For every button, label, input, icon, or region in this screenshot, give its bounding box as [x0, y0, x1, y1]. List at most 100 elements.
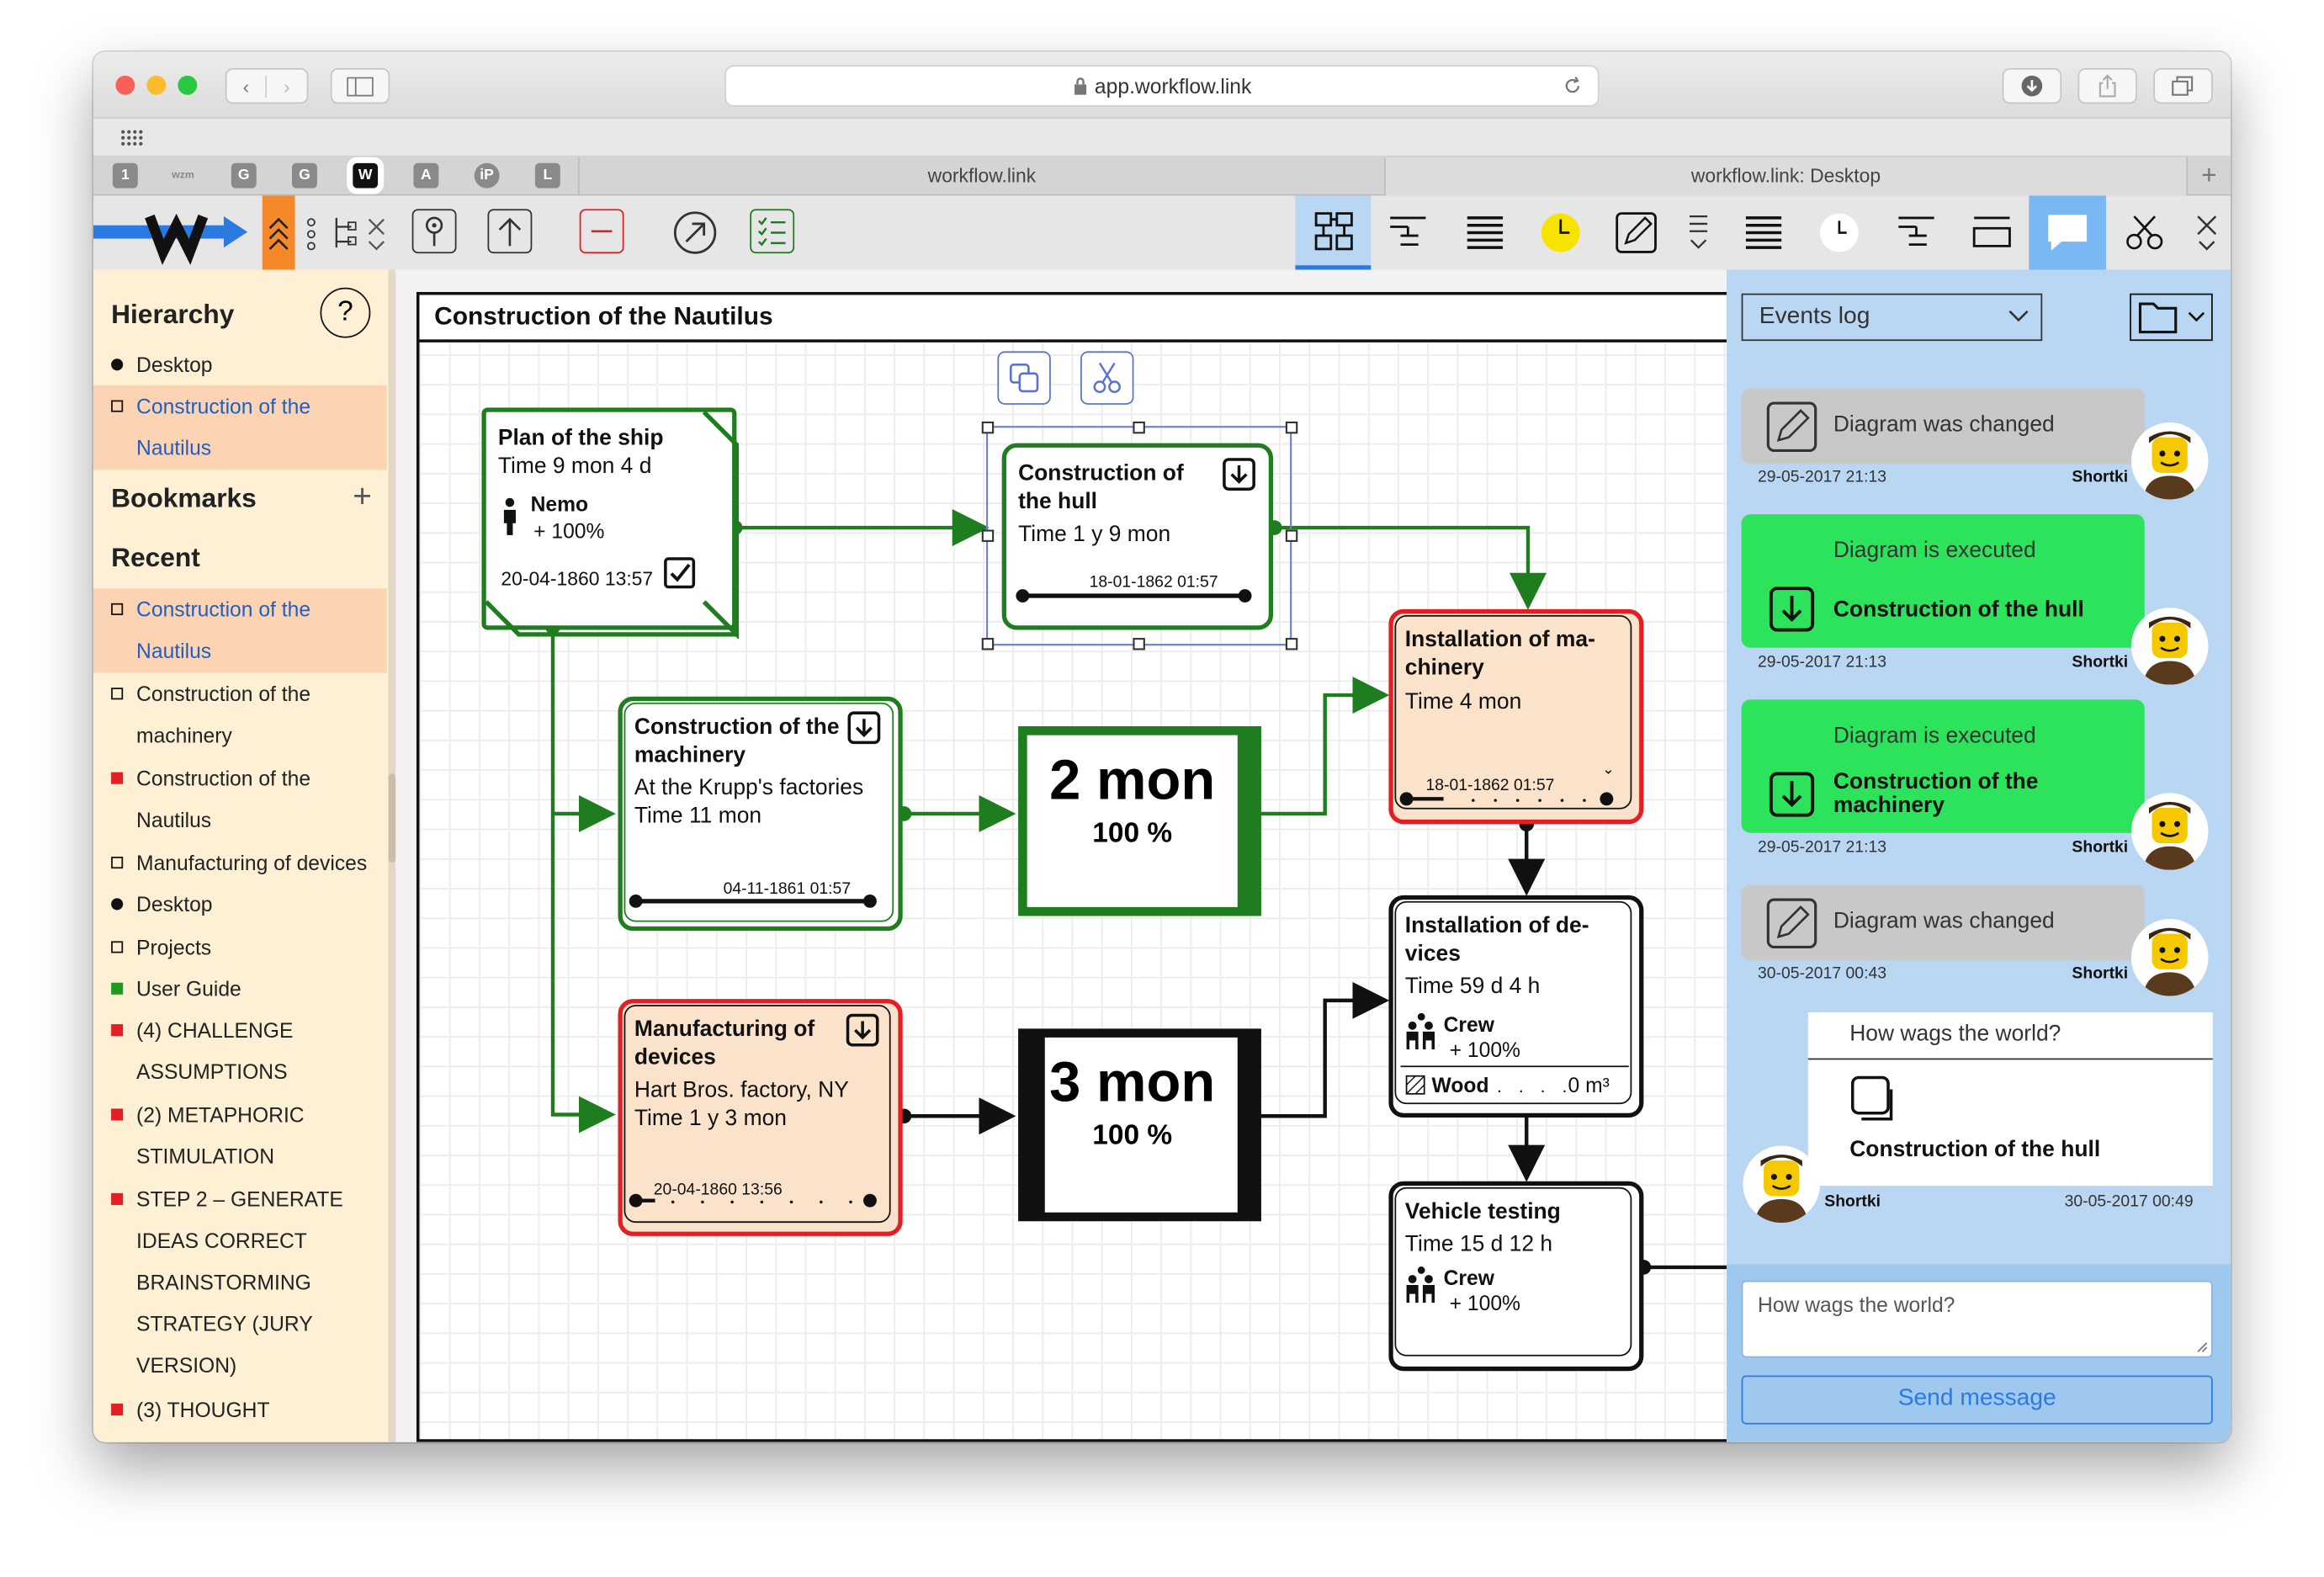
card-icon[interactable]	[1971, 212, 2013, 286]
clock-icon[interactable]	[1538, 210, 1583, 255]
avatar[interactable]	[2130, 608, 2209, 685]
diagram-view-button[interactable]	[1295, 195, 1372, 270]
cut-button[interactable]	[1080, 351, 1134, 405]
list-view-icon[interactable]	[1464, 212, 1505, 253]
close-panel-icon[interactable]	[2195, 214, 2219, 288]
tree-icon[interactable]	[331, 215, 358, 253]
collapse-button[interactable]	[1223, 458, 1255, 491]
node-wait-3-mon[interactable]: 3 mon 100 %	[1018, 1028, 1261, 1222]
address-bar[interactable]: app.workflow.link	[724, 65, 1600, 107]
clock-icon[interactable]	[1817, 210, 1861, 284]
connector[interactable]	[1260, 677, 1390, 816]
downloads-button[interactable]	[2002, 68, 2062, 104]
connector[interactable]	[1276, 525, 1547, 610]
share-button[interactable]	[2077, 68, 2137, 104]
recent-item[interactable]: (3) THOUGHT	[93, 1389, 387, 1430]
help-button[interactable]: ?	[320, 287, 371, 338]
chevron-down-icon[interactable]: ⌄	[1602, 762, 1615, 778]
event-diagram-changed[interactable]: Diagram was changed	[1741, 884, 2145, 961]
node-vehicle-testing[interactable]: Vehicle testing Time 15 d 12 h Crew + 10…	[1388, 1181, 1644, 1372]
close-window-button[interactable]	[115, 75, 135, 95]
chat-tab[interactable]	[2029, 195, 2106, 270]
back-forward-buttons[interactable]: ‹ ›	[225, 68, 309, 104]
checkbox-checked[interactable]	[664, 557, 696, 589]
pinned-tab[interactable]: G	[291, 162, 317, 188]
folder-menu-button[interactable]	[2130, 293, 2213, 342]
connector[interactable]	[550, 627, 616, 1134]
recent-item[interactable]: Projects	[93, 927, 387, 968]
checklist-button[interactable]	[750, 209, 795, 254]
sidebar-toggle-button[interactable]	[330, 68, 390, 104]
pinned-tab[interactable]: A	[413, 162, 439, 188]
node-wait-2-mon[interactable]: 2 mon 100 %	[1018, 726, 1261, 916]
reload-icon[interactable]	[1563, 76, 1584, 97]
pinned-tab[interactable]: L	[534, 162, 560, 188]
send-message-button[interactable]: Send message	[1741, 1375, 2213, 1425]
recent-item[interactable]: Manufacturing of devices	[93, 842, 387, 883]
collapse-button[interactable]	[846, 1013, 879, 1047]
grid-icon[interactable]	[120, 129, 144, 146]
pinned-tab[interactable]: 1	[112, 162, 138, 188]
gantt-icon[interactable]	[1896, 212, 1937, 286]
tab-desktop[interactable]: workflow.link: Desktop	[1385, 157, 2187, 196]
close-chevron-icon[interactable]	[366, 215, 387, 253]
gantt-icon[interactable]	[1388, 212, 1429, 253]
add-bookmark-button[interactable]: +	[353, 477, 372, 515]
event-diagram-executed[interactable]: Diagram is executed Construction of the …	[1741, 514, 2145, 648]
minimize-window-button[interactable]	[146, 75, 167, 95]
chat-message[interactable]: How wags the world? Construction of the …	[1807, 1012, 2213, 1187]
node-percent: + 100%	[1449, 1037, 1520, 1062]
hierarchy-item-desktop[interactable]: Desktop	[93, 344, 387, 385]
recent-item[interactable]: User Guide	[93, 968, 387, 1009]
node-manufacturing-devices[interactable]: Manufacturing of devices Hart Bros. fact…	[618, 999, 903, 1236]
sidebar-scrollbar[interactable]	[388, 269, 396, 1442]
list-view-icon[interactable]	[1744, 212, 1783, 286]
dots-vertical-icon[interactable]	[301, 216, 322, 252]
message-input[interactable]: How wags the world?	[1741, 1280, 2213, 1358]
avatar[interactable]	[2130, 919, 2209, 996]
tab-workflow[interactable]: workflow.link	[577, 157, 1386, 196]
events-log-select[interactable]: Events log	[1741, 293, 2043, 342]
pinned-tab-active[interactable]: W	[347, 157, 385, 194]
avatar[interactable]	[2130, 422, 2209, 500]
new-tab-button[interactable]: +	[2186, 157, 2231, 196]
collapse-button[interactable]	[847, 711, 881, 745]
connector[interactable]	[1260, 981, 1390, 1118]
resize-handle-icon[interactable]	[2196, 1341, 2208, 1353]
zoom-window-button[interactable]	[178, 75, 198, 95]
up-level-button[interactable]	[487, 209, 533, 254]
pin-button[interactable]	[411, 209, 457, 254]
person-icon	[503, 497, 516, 535]
remove-button[interactable]	[579, 209, 624, 254]
back-icon[interactable]: ‹	[226, 74, 268, 98]
node-installation-machinery[interactable]: Installation of ma- chinery Time 4 mon 1…	[1388, 608, 1644, 825]
node-plan-of-ship[interactable]: Plan of the ship Time 9 mon 4 d Nemo + 1…	[481, 407, 740, 640]
event-diagram-changed[interactable]: Diagram was changed	[1741, 388, 2145, 465]
node-installation-devices[interactable]: Installation of de- vices Time 59 d 4 h …	[1388, 895, 1644, 1118]
avatar[interactable]	[2130, 793, 2209, 870]
node-construction-hull[interactable]: Construction of the hull Time 1 y 9 mon …	[1001, 443, 1286, 642]
forward-icon[interactable]: ›	[284, 74, 290, 98]
pinned-tab[interactable]: G	[231, 162, 257, 188]
diagram-canvas[interactable]: Construction of the Nautilus	[416, 291, 1736, 1442]
scissors-icon[interactable]	[2124, 212, 2165, 286]
more-menu-icon[interactable]	[1686, 210, 1710, 255]
avatar[interactable]	[1743, 1145, 1820, 1224]
pinned-tab[interactable]: iP	[474, 162, 500, 188]
tabs-overview-button[interactable]	[2153, 68, 2213, 104]
edit-icon[interactable]	[1614, 210, 1658, 255]
collapse-hierarchy-button[interactable]	[262, 195, 295, 270]
open-link-icon[interactable]	[671, 209, 719, 256]
pinned-tab[interactable]: wzm	[172, 170, 194, 181]
copy-button[interactable]	[997, 351, 1051, 405]
recent-item[interactable]: Desktop	[93, 884, 387, 925]
node-construction-machinery[interactable]: Construction of the machinery At the Kru…	[618, 696, 903, 932]
